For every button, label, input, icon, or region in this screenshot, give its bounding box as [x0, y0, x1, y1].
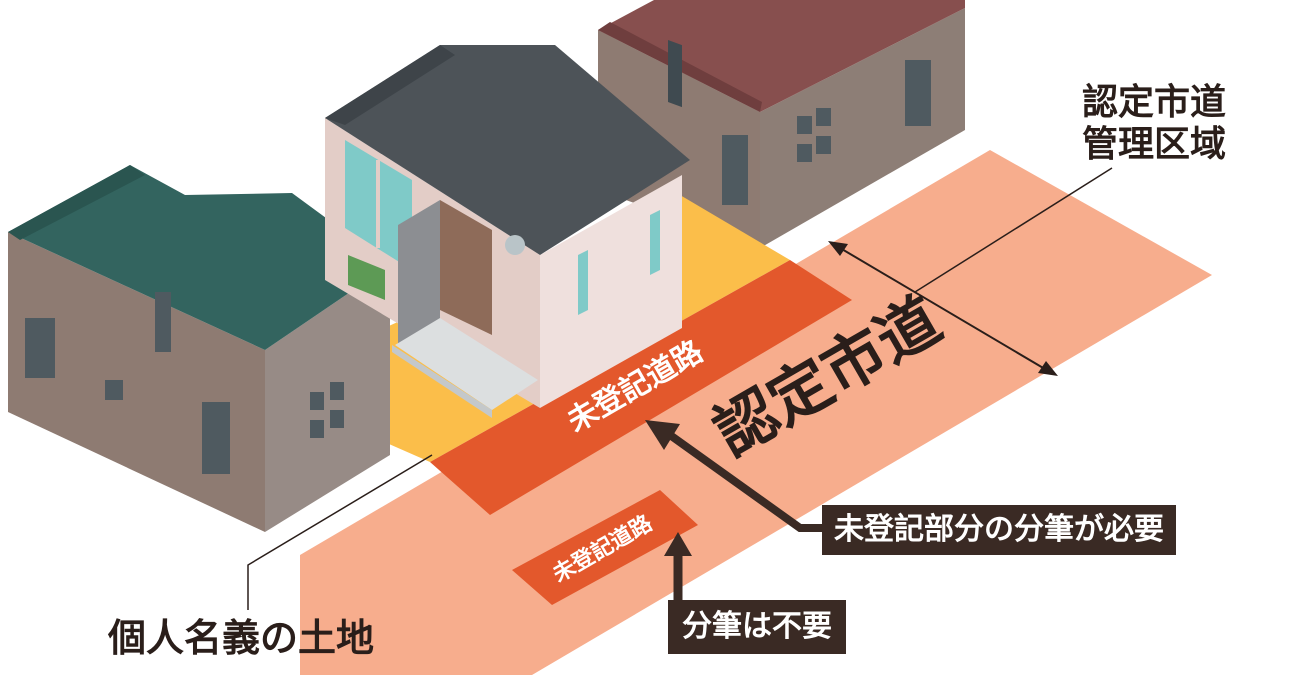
- front-left-house: [8, 165, 390, 532]
- managed-area-leader-line: [914, 167, 1113, 293]
- unregistered-road-small-area: [512, 490, 698, 605]
- back-right-house: [598, 0, 965, 248]
- subdivision-required-callout: 未登記部分の分筆が必要: [822, 505, 1176, 555]
- city-road-area: [300, 150, 1212, 675]
- managed-area-label-line1: 認定市道: [1082, 82, 1227, 123]
- center-house: [325, 45, 690, 418]
- managed-area-label-line2: 管理区域: [1082, 124, 1227, 166]
- managed-area-width-arrow: [828, 241, 1058, 376]
- unregistered-road-large-area: [430, 260, 852, 515]
- managed-area-label: 認定市道 管理区域: [1082, 82, 1226, 167]
- private-land-leader-line: [247, 454, 433, 610]
- subdivision-not-required-callout: 分筆は不要: [668, 600, 846, 654]
- subdivision-required-arrow: [645, 420, 822, 532]
- private-land-label: 個人名義の土地: [108, 616, 375, 660]
- subdivision-not-required-arrow: [664, 532, 692, 600]
- back-house-window: [797, 108, 831, 162]
- front-house-window: [310, 382, 344, 438]
